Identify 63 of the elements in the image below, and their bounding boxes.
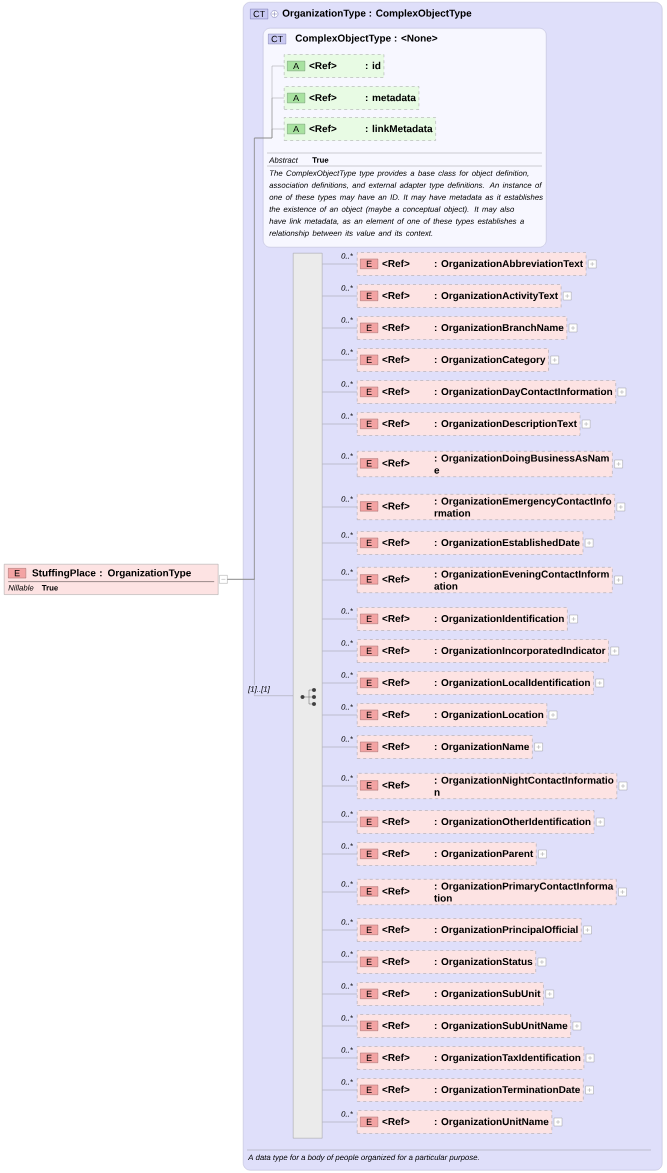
attribute-box: A <Ref> : id (284, 54, 385, 78)
element-badge: E (360, 886, 379, 897)
element-badge: E (360, 677, 379, 688)
element-box: E <Ref> : OrganizationBranchName (357, 316, 568, 340)
element-badge: E (360, 741, 379, 752)
attribute-badge: A (287, 93, 306, 103)
element-badge: E (360, 709, 379, 720)
attribute-badge: A (287, 61, 306, 71)
element-badge: E (360, 645, 379, 656)
element-badge: E (360, 956, 379, 967)
element-box: E <Ref> : OrganizationIncorporatedIndicator (357, 639, 609, 663)
element-badge: E (360, 1052, 379, 1063)
element-badge: E (360, 848, 379, 859)
element-badge: E (360, 816, 379, 827)
attribute-badge: A (287, 124, 306, 134)
element-box: E <Ref> : OrganizationTaxIdentification (357, 1046, 585, 1070)
element-badge: E (360, 1084, 379, 1095)
element-box: E <Ref> : OrganizationActivityText (357, 284, 562, 308)
element-badge: E (360, 924, 379, 935)
attribute-box: A <Ref> : metadata (284, 86, 420, 110)
attribute-box: A <Ref> : linkMetadata (284, 117, 436, 141)
element-box: E <Ref> : OrganizationLocation (357, 703, 548, 727)
element-box: E <Ref> : OrganizationNightContactInformatio n (357, 773, 617, 799)
element-badge: E (360, 988, 379, 999)
element-box: E <Ref> : OrganizationAbbreviationText (357, 252, 587, 276)
element-box: E <Ref> : OrganizationIdentification (357, 607, 568, 631)
element-box: E <Ref> : OrganizationDayContactInformation (357, 380, 616, 404)
element-badge: E (360, 1020, 379, 1031)
element-box: E <Ref> : OrganizationName (357, 735, 533, 759)
element-badge: E (8, 568, 27, 579)
element-box: E <Ref> : OrganizationEveningContactInform ation (357, 567, 613, 593)
element-box: E <Ref> : OrganizationCategory (357, 348, 549, 372)
element-badge: E (360, 780, 379, 791)
element-badge: E (360, 574, 379, 585)
element-badge: E (360, 418, 379, 429)
element-box: E <Ref> : OrganizationDescriptionText (357, 412, 581, 436)
element-badge: E (360, 501, 379, 512)
element-badge: E (360, 537, 379, 548)
element-badge: E (360, 354, 379, 365)
element-badge: E (360, 1116, 379, 1127)
element-box: E <Ref> : OrganizationTerminationDate (357, 1078, 584, 1102)
complex-type-badge: CT (250, 8, 269, 20)
element-badge: E (360, 613, 379, 624)
element-badge: E (360, 386, 379, 397)
element-box: E <Ref> : OrganizationUnitName (357, 1110, 553, 1134)
element-badge: E (360, 258, 379, 269)
element-box: E <Ref> : OrganizationEmergencyContactInfo rmation (357, 494, 615, 520)
sequence-bar (293, 253, 323, 1139)
element-box: E <Ref> : OrganizationSubUnit (357, 982, 544, 1006)
connector (227, 579, 294, 696)
complex-type-badge: CT (268, 33, 287, 45)
element-box: E <Ref> : OrganizationDoingBusinessAsNam e (357, 451, 613, 477)
element-box: E <Ref> : OrganizationPrimaryContactInforma tion (357, 879, 617, 905)
element-badge: E (360, 458, 379, 469)
element-box: E <Ref> : OrganizationPrincipalOfficial (357, 918, 582, 942)
element-box: E <Ref> : OrganizationOtherIdentification (357, 810, 595, 834)
element-box: E <Ref> : OrganizationParent (357, 842, 537, 866)
element-box: E <Ref> : OrganizationLocalIdentification (357, 671, 594, 695)
element-box: E <Ref> : OrganizationSubUnitName (357, 1014, 571, 1038)
element-box: E <Ref> : OrganizationStatus (357, 950, 536, 974)
element-badge: E (360, 322, 379, 333)
element-badge: E (360, 290, 379, 301)
element-box: E <Ref> : OrganizationEstablishedDate (357, 531, 584, 555)
